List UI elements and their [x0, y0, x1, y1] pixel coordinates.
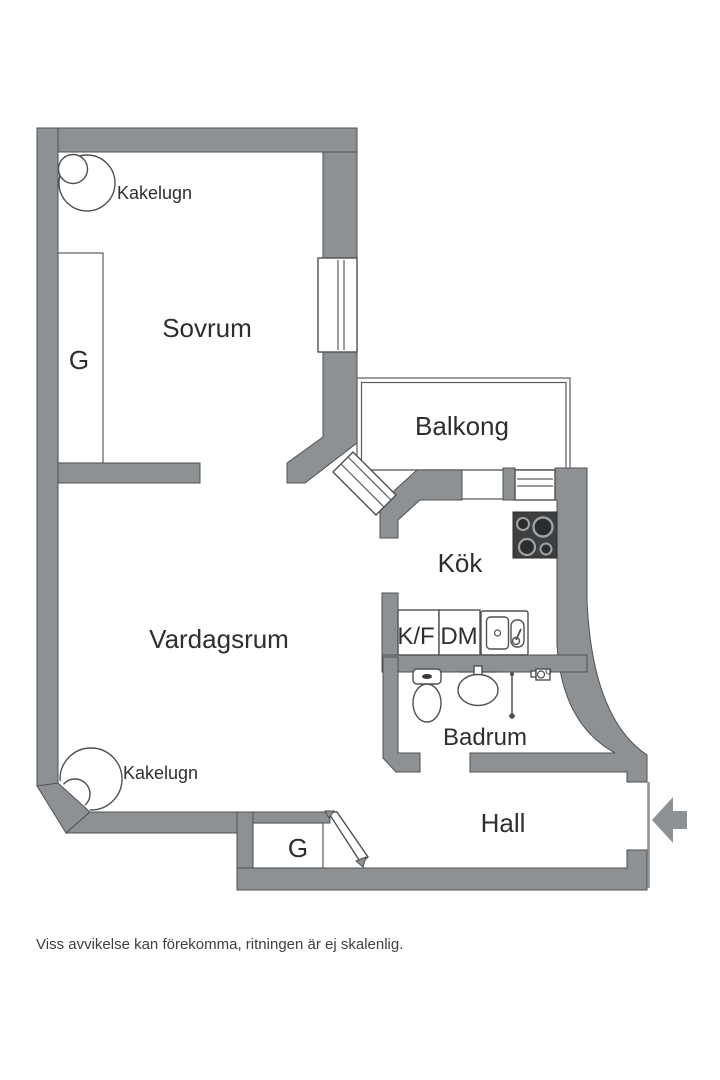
feature-label-kakelugn-vardagsrum: Kakelugn: [123, 763, 198, 783]
feature-label-dishwasher: DM: [440, 623, 477, 650]
left-wall: [36, 127, 59, 787]
walls: [36, 127, 648, 891]
room-label-vardagsrum: Vardagsrum: [149, 624, 289, 654]
toilet-icon: [412, 668, 442, 723]
hall-interior-door-icon: [324, 810, 369, 868]
tap-symbol-icon: [530, 668, 552, 681]
dishwasher-cabinet: [438, 609, 481, 656]
feature-label-wardrobe-hall: G: [288, 833, 308, 863]
disclaimer-text: Viss avvikelse kan förekomma, ritningen …: [36, 936, 403, 953]
kitchen-north-wall: [379, 469, 463, 539]
room-label-sovrum: Sovrum: [162, 313, 252, 343]
feature-label-fridge-freezer: K/F: [397, 623, 434, 650]
room-label-balkong: Balkong: [415, 411, 509, 441]
stove-icon: [512, 511, 558, 559]
bathroom-left-wall: [382, 656, 421, 773]
vardagsrum-bottom-wall: [64, 811, 238, 834]
sovrum-vardagsrum-divider-wall: [57, 462, 201, 484]
kitchen-window-pier: [502, 467, 516, 501]
hall-wardrobe-outline: [252, 822, 324, 869]
kitchen-window-icon: [514, 469, 556, 501]
fridge-freezer-cabinet: [397, 609, 440, 656]
washbasin-icon: [457, 665, 499, 707]
sovrum-right-wall-lower: [286, 351, 358, 484]
sovrum-wardrobe-outline: [57, 252, 104, 464]
kitchen-left-wall: [381, 592, 399, 656]
feature-label-kakelugn-sovrum: Kakelugn: [117, 183, 192, 203]
shower-rail-icon: [509, 672, 515, 719]
hall-closet-top-wall: [252, 811, 331, 824]
top-wall: [36, 127, 358, 153]
feature-label-wardrobe-sovrum: G: [69, 345, 89, 375]
kitchen-bathroom-divider-wall: [381, 654, 588, 673]
room-label-hall: Hall: [481, 808, 526, 838]
room-label-badrum: Badrum: [443, 724, 527, 751]
tiled-stove-sovrum-icon: [58, 153, 116, 212]
sovrum-right-wall-upper: [322, 151, 358, 259]
balcony-door-icon: [332, 451, 397, 516]
sovrum-window-icon: [317, 257, 358, 353]
kitchen-sink-icon: [480, 610, 529, 656]
room-label-kok: Kök: [438, 548, 484, 578]
entrance-arrow-icon: [652, 797, 687, 843]
hall-bottom-wall: [236, 849, 648, 891]
right-curved-wall: [469, 467, 648, 783]
